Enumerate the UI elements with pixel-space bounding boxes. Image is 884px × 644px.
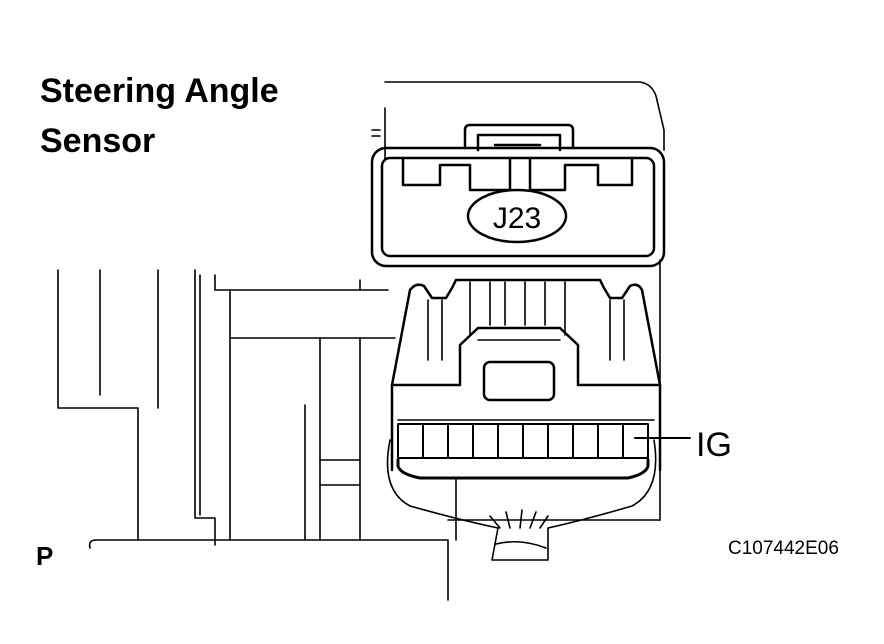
component-title-line1: Steering Angle xyxy=(40,72,279,110)
wire-harness xyxy=(386,439,657,561)
figure-code: C107442E06 xyxy=(728,538,839,559)
lower-connector xyxy=(390,278,662,472)
page-letter: P xyxy=(36,541,54,571)
connector-id-text: J23 xyxy=(493,202,541,235)
upper-connector xyxy=(370,123,666,268)
background-structure xyxy=(57,81,665,601)
component-title-line2: Sensor xyxy=(40,122,156,160)
connector-id-oval xyxy=(466,188,568,244)
terminal-row xyxy=(396,423,650,480)
pin-label: IG xyxy=(696,426,732,464)
